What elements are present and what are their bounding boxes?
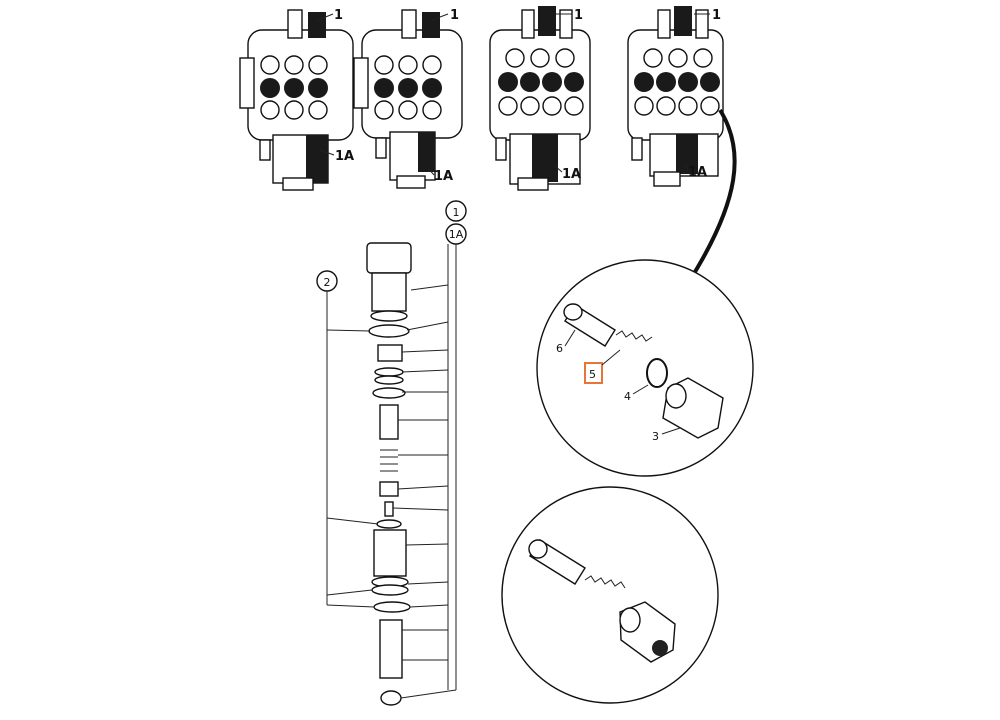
exploded-view: 1 1A 2: [316, 200, 467, 706]
valve-4-label-1: 1: [712, 8, 721, 23]
callout-1: 1: [453, 206, 460, 219]
detail-circle-lower: [501, 486, 719, 704]
detail-callout-6: 6: [556, 342, 563, 355]
valve-4-label-1a: 1A: [688, 165, 707, 180]
callout-circle-1: [445, 200, 467, 222]
detail-lead-line: [688, 108, 737, 282]
detail-circle-upper: 6 5 4 3: [536, 259, 754, 477]
valve-1-label-1: 1: [334, 8, 343, 23]
valve-block-4: [627, 6, 724, 187]
callout-2: 2: [324, 276, 331, 289]
detail-callout-3: 3: [652, 430, 659, 443]
valve-block-3: [489, 6, 591, 191]
valve-assemblies: 1 1A 1 1A 1 1A 1 1A: [239, 6, 724, 191]
valve-2-label-1: 1: [450, 8, 459, 23]
valve-block-1: [239, 9, 354, 191]
highlight-box-5: [584, 362, 603, 384]
valve-block-2: [353, 9, 463, 189]
valve-1-label-1a: 1A: [335, 149, 354, 164]
callout-1a: 1A: [449, 228, 464, 241]
detail-callout-5: 5: [589, 368, 596, 381]
detail-callout-4: 4: [624, 390, 631, 403]
valve-3-label-1: 1: [574, 8, 583, 23]
valve-3-label-1a: 1A: [562, 167, 581, 182]
valve-2-label-1a: 1A: [434, 169, 453, 184]
